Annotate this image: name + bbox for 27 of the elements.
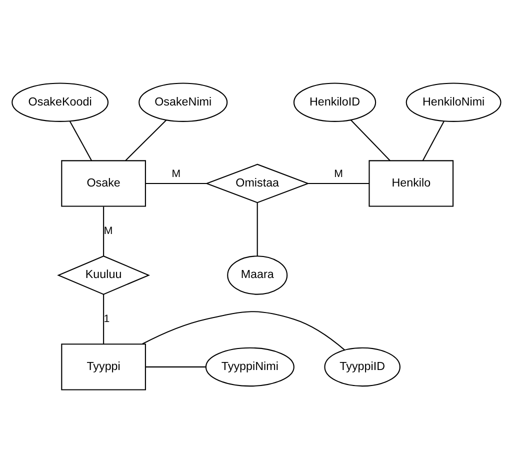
node-ellipse: Maara xyxy=(227,256,288,295)
connector xyxy=(69,121,92,161)
edge-label: M xyxy=(334,168,343,180)
node-diamond: Omistaa xyxy=(205,164,310,204)
edge-label: M xyxy=(104,224,113,237)
connector xyxy=(350,120,390,161)
node-diamond: Kuuluu xyxy=(57,256,150,295)
node-box: Tyyppi xyxy=(61,344,146,390)
connector xyxy=(103,206,104,256)
connector xyxy=(125,120,167,161)
node-ellipse: OsakeKoodi xyxy=(12,82,109,122)
connector xyxy=(256,202,258,256)
node-box: Osake xyxy=(61,160,146,207)
connector xyxy=(142,311,345,350)
connector xyxy=(422,121,444,161)
node-ellipse: HenkiloID xyxy=(293,82,376,122)
node-ellipse: TyyppiNimi xyxy=(205,347,294,387)
connector xyxy=(103,294,104,344)
node-ellipse: OsakeNimi xyxy=(138,82,228,122)
node-box: Henkilo xyxy=(368,160,454,207)
connector xyxy=(146,366,206,368)
connector xyxy=(146,182,207,184)
edge-label: M xyxy=(172,168,181,180)
node-ellipse: HenkiloNimi xyxy=(406,82,502,122)
node-ellipse: TyyppiID xyxy=(324,347,400,387)
edge-label: 1 xyxy=(104,312,110,325)
connector xyxy=(308,182,370,184)
